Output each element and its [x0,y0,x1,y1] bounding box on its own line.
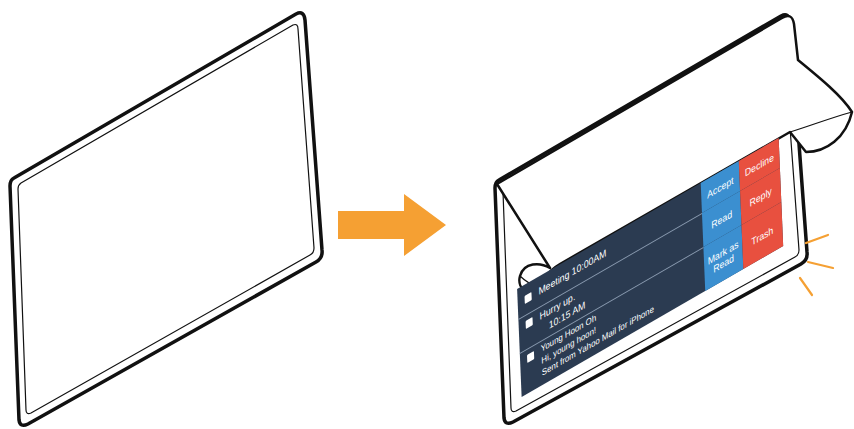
row-divider [518,213,702,320]
mail-panel: AcceptDeclineReadReplyMark as ReadTrashM… [517,138,783,397]
text-holder: Meeting 10:00AM [538,247,606,298]
tablet-outline [10,13,322,425]
spark-line [800,278,812,295]
button-label: Read [711,208,732,231]
transition-arrow [338,194,446,256]
mail-icon [527,351,534,363]
button-label: Mark as Read [706,237,742,279]
spark-line [806,235,828,243]
cover-fold [790,112,852,132]
button-label: Trash [751,224,773,248]
tablet-screen: AcceptDeclineReadReplyMark as ReadTrashM… [495,15,799,420]
tablet-bezel [18,25,314,414]
mail-icon [524,292,531,304]
mail-icon [526,317,533,329]
mail-text: Meeting 10:00AM [538,247,606,298]
button-label: Reply [749,185,772,209]
spark-line [808,262,833,268]
